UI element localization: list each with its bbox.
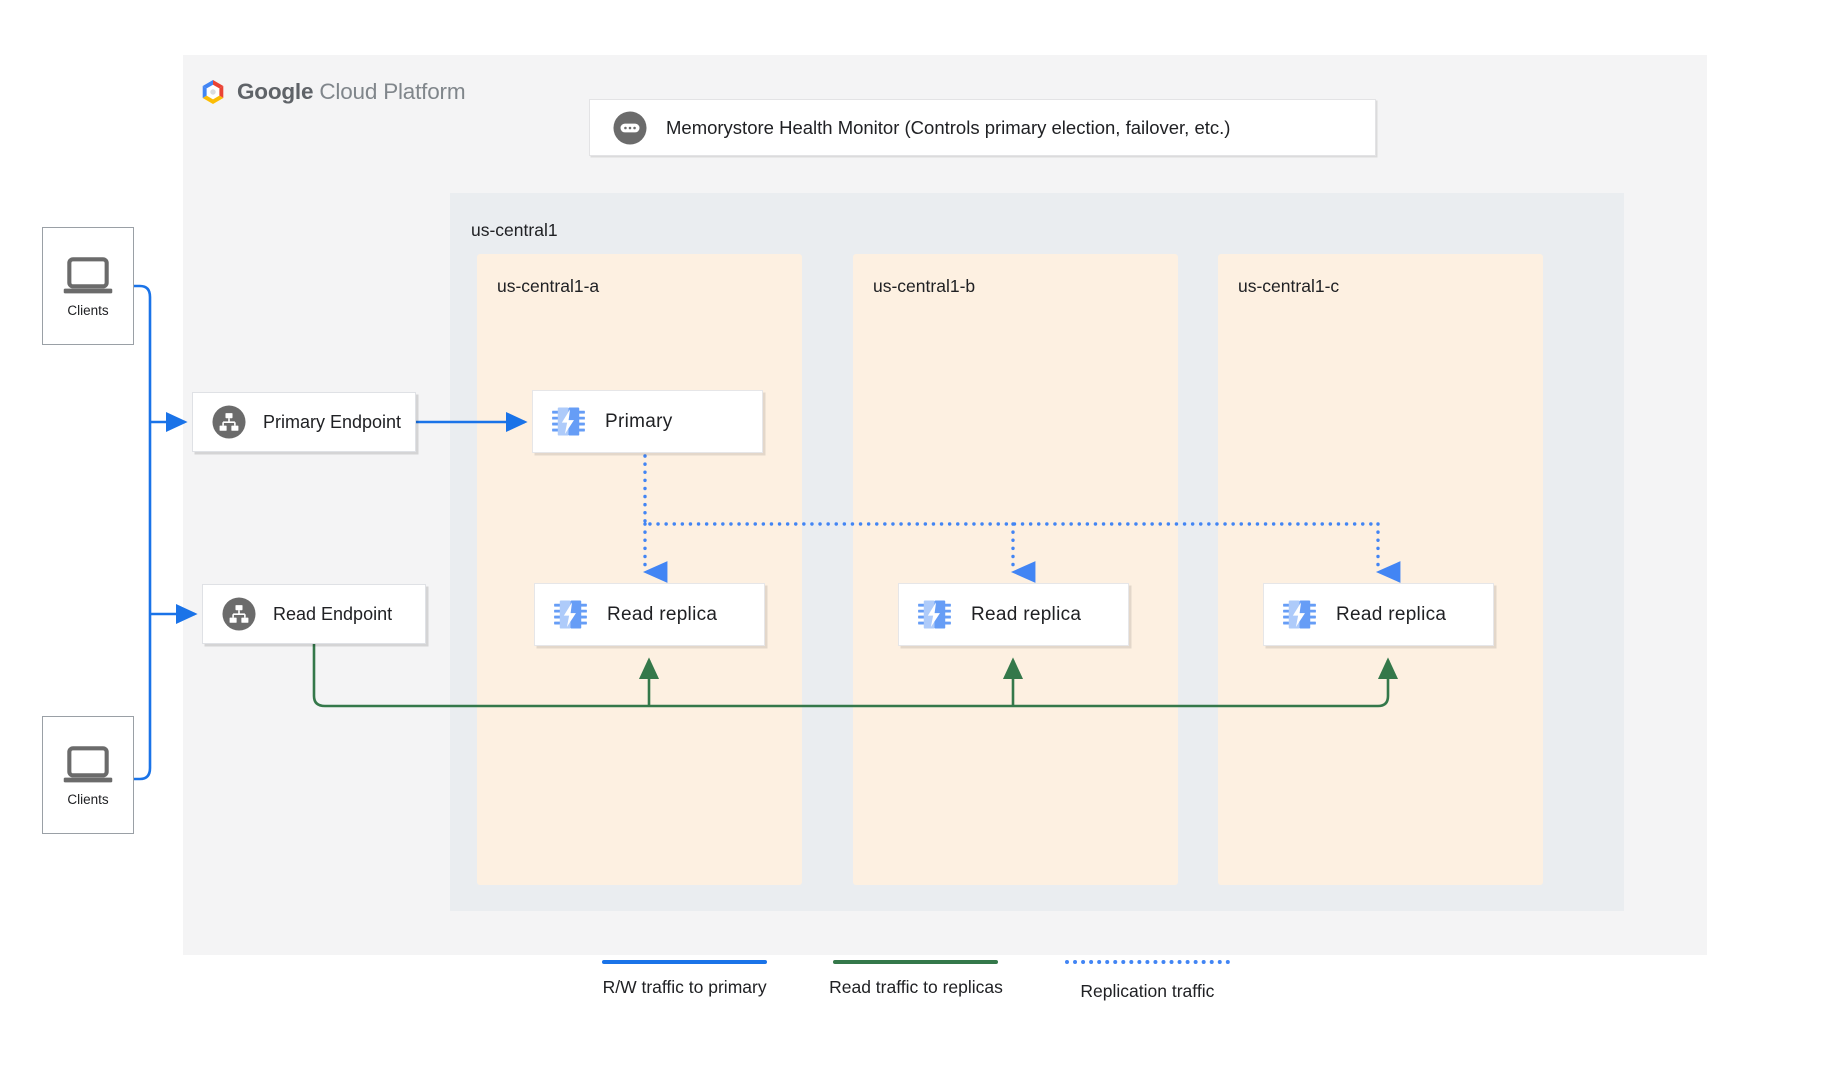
health-monitor-label: Memorystore Health Monitor (Controls pri… — [666, 116, 1231, 138]
legend-item-rw-traffic: R/W traffic to primary — [602, 960, 768, 1002]
node-read-replica-b-label: Read replica — [971, 603, 1082, 625]
region-panel-us-central1: us-central1 us-central1-a us-central1-b … — [450, 193, 1624, 911]
zone-panel-us-central1-c: us-central1-c — [1218, 254, 1543, 885]
zone-title-c: us-central1-c — [1238, 276, 1340, 296]
zone-title-b: us-central1-b — [873, 276, 976, 296]
legend-swatch-replication-traffic — [1064, 960, 1230, 968]
zone-panel-us-central1-a: us-central1-a — [477, 254, 802, 885]
region-title: us-central1 — [471, 220, 558, 240]
legend-swatch-read-traffic — [833, 960, 999, 964]
primary-endpoint-card[interactable]: Primary Endpoint — [192, 392, 416, 452]
memorystore-chip-icon — [551, 595, 590, 634]
node-read-replica-a[interactable]: Read replica — [534, 583, 765, 646]
read-endpoint-label: Read Endpoint — [273, 603, 393, 624]
node-read-replica-b[interactable]: Read replica — [898, 583, 1129, 646]
memorystore-chip-icon — [915, 595, 954, 634]
laptop-icon — [60, 744, 116, 788]
legend-label-rw-traffic: R/W traffic to primary — [602, 977, 767, 997]
legend: R/W traffic to primary Read traffic to r… — [0, 960, 1832, 1002]
node-primary[interactable]: Primary — [532, 390, 763, 453]
memorystore-chip-icon — [1280, 595, 1319, 634]
memorystore-chip-icon — [549, 402, 588, 441]
clients-label-top: Clients — [67, 302, 109, 318]
legend-label-read-traffic: Read traffic to replicas — [829, 977, 1003, 997]
legend-swatch-rw-traffic — [602, 960, 768, 964]
gcp-wordmark-google: Google — [237, 79, 314, 104]
legend-item-read-traffic: Read traffic to replicas — [829, 960, 1003, 1002]
google-cloud-hexagon-logo-icon — [198, 77, 228, 107]
clients-box-top[interactable]: Clients — [42, 227, 134, 345]
clients-box-bottom[interactable]: Clients — [42, 716, 134, 834]
network-hierarchy-icon — [210, 403, 248, 441]
node-read-replica-c[interactable]: Read replica — [1263, 583, 1494, 646]
primary-endpoint-label: Primary Endpoint — [263, 411, 402, 432]
gcp-brand: Google Cloud Platform — [198, 77, 466, 107]
read-endpoint-card[interactable]: Read Endpoint — [202, 584, 426, 644]
zone-panel-us-central1-b: us-central1-b — [853, 254, 1178, 885]
laptop-icon — [60, 255, 116, 299]
health-monitor-card[interactable]: Memorystore Health Monitor (Controls pri… — [589, 99, 1376, 156]
network-hierarchy-icon — [220, 595, 258, 633]
node-read-replica-a-label: Read replica — [607, 603, 718, 625]
health-monitor-icon — [611, 109, 649, 147]
zone-title-a: us-central1-a — [497, 276, 600, 296]
legend-item-replication-traffic: Replication traffic — [1064, 960, 1230, 1002]
node-read-replica-c-label: Read replica — [1336, 603, 1447, 625]
gcp-wordmark: Google Cloud Platform — [237, 79, 466, 105]
legend-label-replication-traffic: Replication traffic — [1080, 981, 1215, 1001]
gcp-wordmark-cloud-platform: Cloud Platform — [313, 79, 466, 104]
node-primary-label: Primary — [605, 410, 673, 432]
clients-label-bottom: Clients — [67, 791, 109, 807]
